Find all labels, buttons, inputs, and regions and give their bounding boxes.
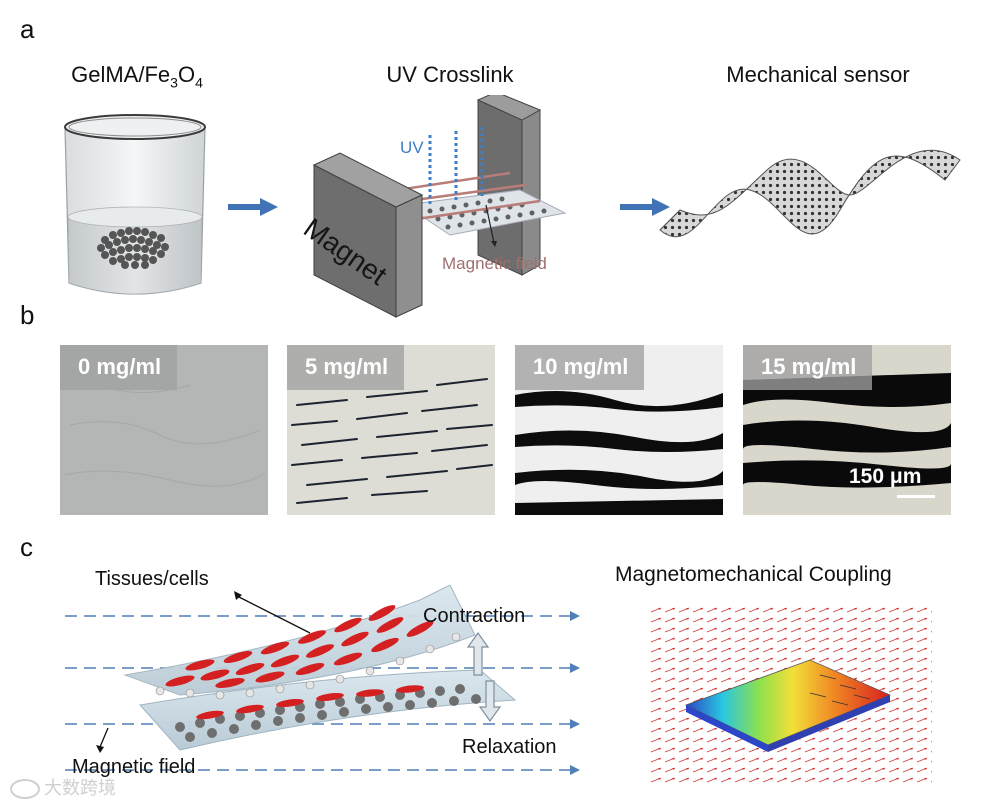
micrograph-10mg: 10 mg/ml bbox=[515, 345, 723, 515]
mechanical-sensor-illustration bbox=[659, 149, 961, 238]
nanoparticle-cluster bbox=[97, 227, 169, 269]
step-title-uv-crosslink: UV Crosslink bbox=[386, 62, 514, 87]
coupling-simulation bbox=[650, 605, 932, 783]
concentration-label: 5 mg/ml bbox=[287, 345, 405, 390]
tissues-cells-label: Tissues/cells bbox=[95, 568, 209, 590]
step-title-gelma-sub2: 4 bbox=[195, 74, 203, 91]
coupling-title: Magnetomechanical Coupling bbox=[615, 563, 892, 586]
tissue-layers-illustration bbox=[123, 585, 517, 751]
uv-label: UV bbox=[400, 138, 424, 157]
magnetic-field-label-a: Magnetic field bbox=[442, 254, 547, 273]
panel-letter-c: c bbox=[20, 532, 33, 562]
scale-bar-label: 150 μm bbox=[849, 465, 922, 488]
arrow-right-icon bbox=[620, 198, 670, 216]
panel-letter-a: a bbox=[20, 14, 35, 44]
concentration-label: 10 mg/ml bbox=[515, 345, 645, 390]
watermark-logo-icon bbox=[10, 779, 40, 800]
contraction-label: Contraction bbox=[423, 605, 526, 627]
watermark: 大数跨境 bbox=[10, 774, 116, 800]
step-title-gelma: GelMA/Fe3O4 bbox=[52, 62, 222, 90]
magnet-setup-illustration bbox=[312, 95, 567, 318]
concentration-label: 0 mg/ml bbox=[60, 345, 178, 390]
field-lines bbox=[65, 611, 580, 775]
arrow-right-icon bbox=[228, 198, 278, 216]
relaxation-label: Relaxation bbox=[462, 736, 557, 758]
label-pointers bbox=[96, 591, 311, 753]
beaker-illustration bbox=[64, 114, 206, 295]
concentration-label: 15 mg/ml bbox=[743, 345, 873, 390]
micrograph-15mg: 15 mg/ml 150 μm bbox=[743, 345, 951, 515]
scale-bar bbox=[897, 495, 935, 498]
watermark-text: 大数跨境 bbox=[44, 778, 116, 798]
step-title-gelma-sub1: 3 bbox=[170, 74, 178, 91]
step-title-mechanical-sensor: Mechanical sensor bbox=[726, 62, 910, 87]
micrograph-5mg: 5 mg/ml bbox=[287, 345, 495, 515]
step-title-gelma-mid: O bbox=[177, 62, 196, 87]
panel-letter-b: b bbox=[20, 300, 35, 330]
step-title-gelma-prefix: GelMA/Fe bbox=[71, 62, 171, 87]
micrograph-0mg: 0 mg/ml bbox=[60, 345, 268, 515]
magnetic-field-label-c: Magnetic field bbox=[72, 756, 196, 778]
